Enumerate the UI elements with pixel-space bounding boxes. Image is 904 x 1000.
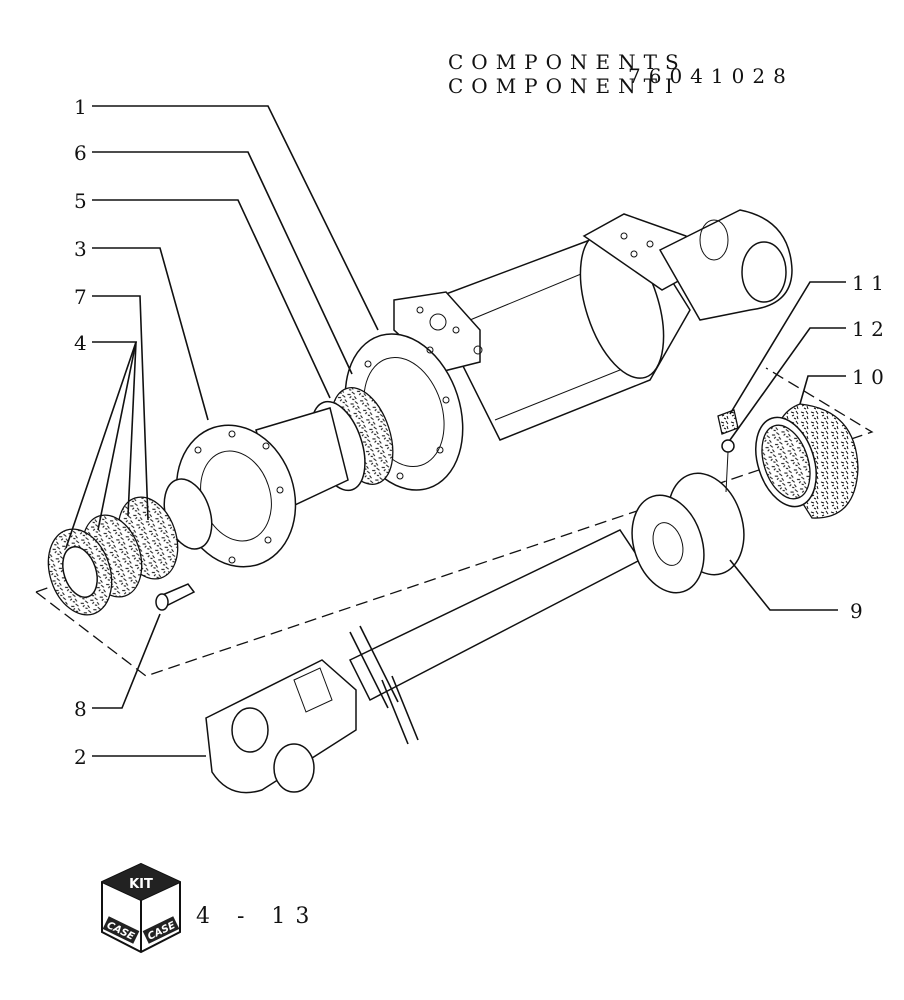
part-number: 76041028 — [628, 64, 794, 88]
piston-rod-2 — [205, 529, 642, 794]
seal-4c-bore — [62, 546, 98, 598]
callout-9: 9 — [850, 599, 863, 623]
callout-5: 5 — [74, 189, 87, 213]
kit-badge-icon: KIT CASE CASE — [101, 862, 181, 954]
header-line-1: COMPONENTS — [448, 50, 687, 74]
callout-3: 3 — [74, 237, 87, 261]
header-line-2: COMPONENTI — [448, 74, 681, 98]
callout-11: 1 1 — [852, 271, 884, 295]
callout-8: 8 — [74, 697, 87, 721]
page-reference: 4 - 13 — [196, 904, 320, 929]
callout-4: 4 — [74, 331, 87, 355]
callout-10: 1 0 — [852, 365, 884, 389]
set-screw-11 — [717, 409, 739, 435]
leader-lines — [65, 105, 846, 757]
callout-7: 7 — [74, 285, 87, 309]
screw-8 — [155, 583, 196, 611]
callout-2: 2 — [74, 745, 87, 769]
wear-ring-10 — [755, 403, 859, 519]
piston-9 — [631, 472, 745, 594]
ball-axis — [725, 451, 729, 493]
callout-1: 1 — [74, 95, 87, 119]
ball-12 — [721, 439, 735, 453]
cylinder-barrel — [393, 209, 793, 441]
kit-label: KIT — [129, 877, 153, 892]
callout-12: 1 2 — [852, 317, 884, 341]
callout-6: 6 — [74, 141, 87, 165]
